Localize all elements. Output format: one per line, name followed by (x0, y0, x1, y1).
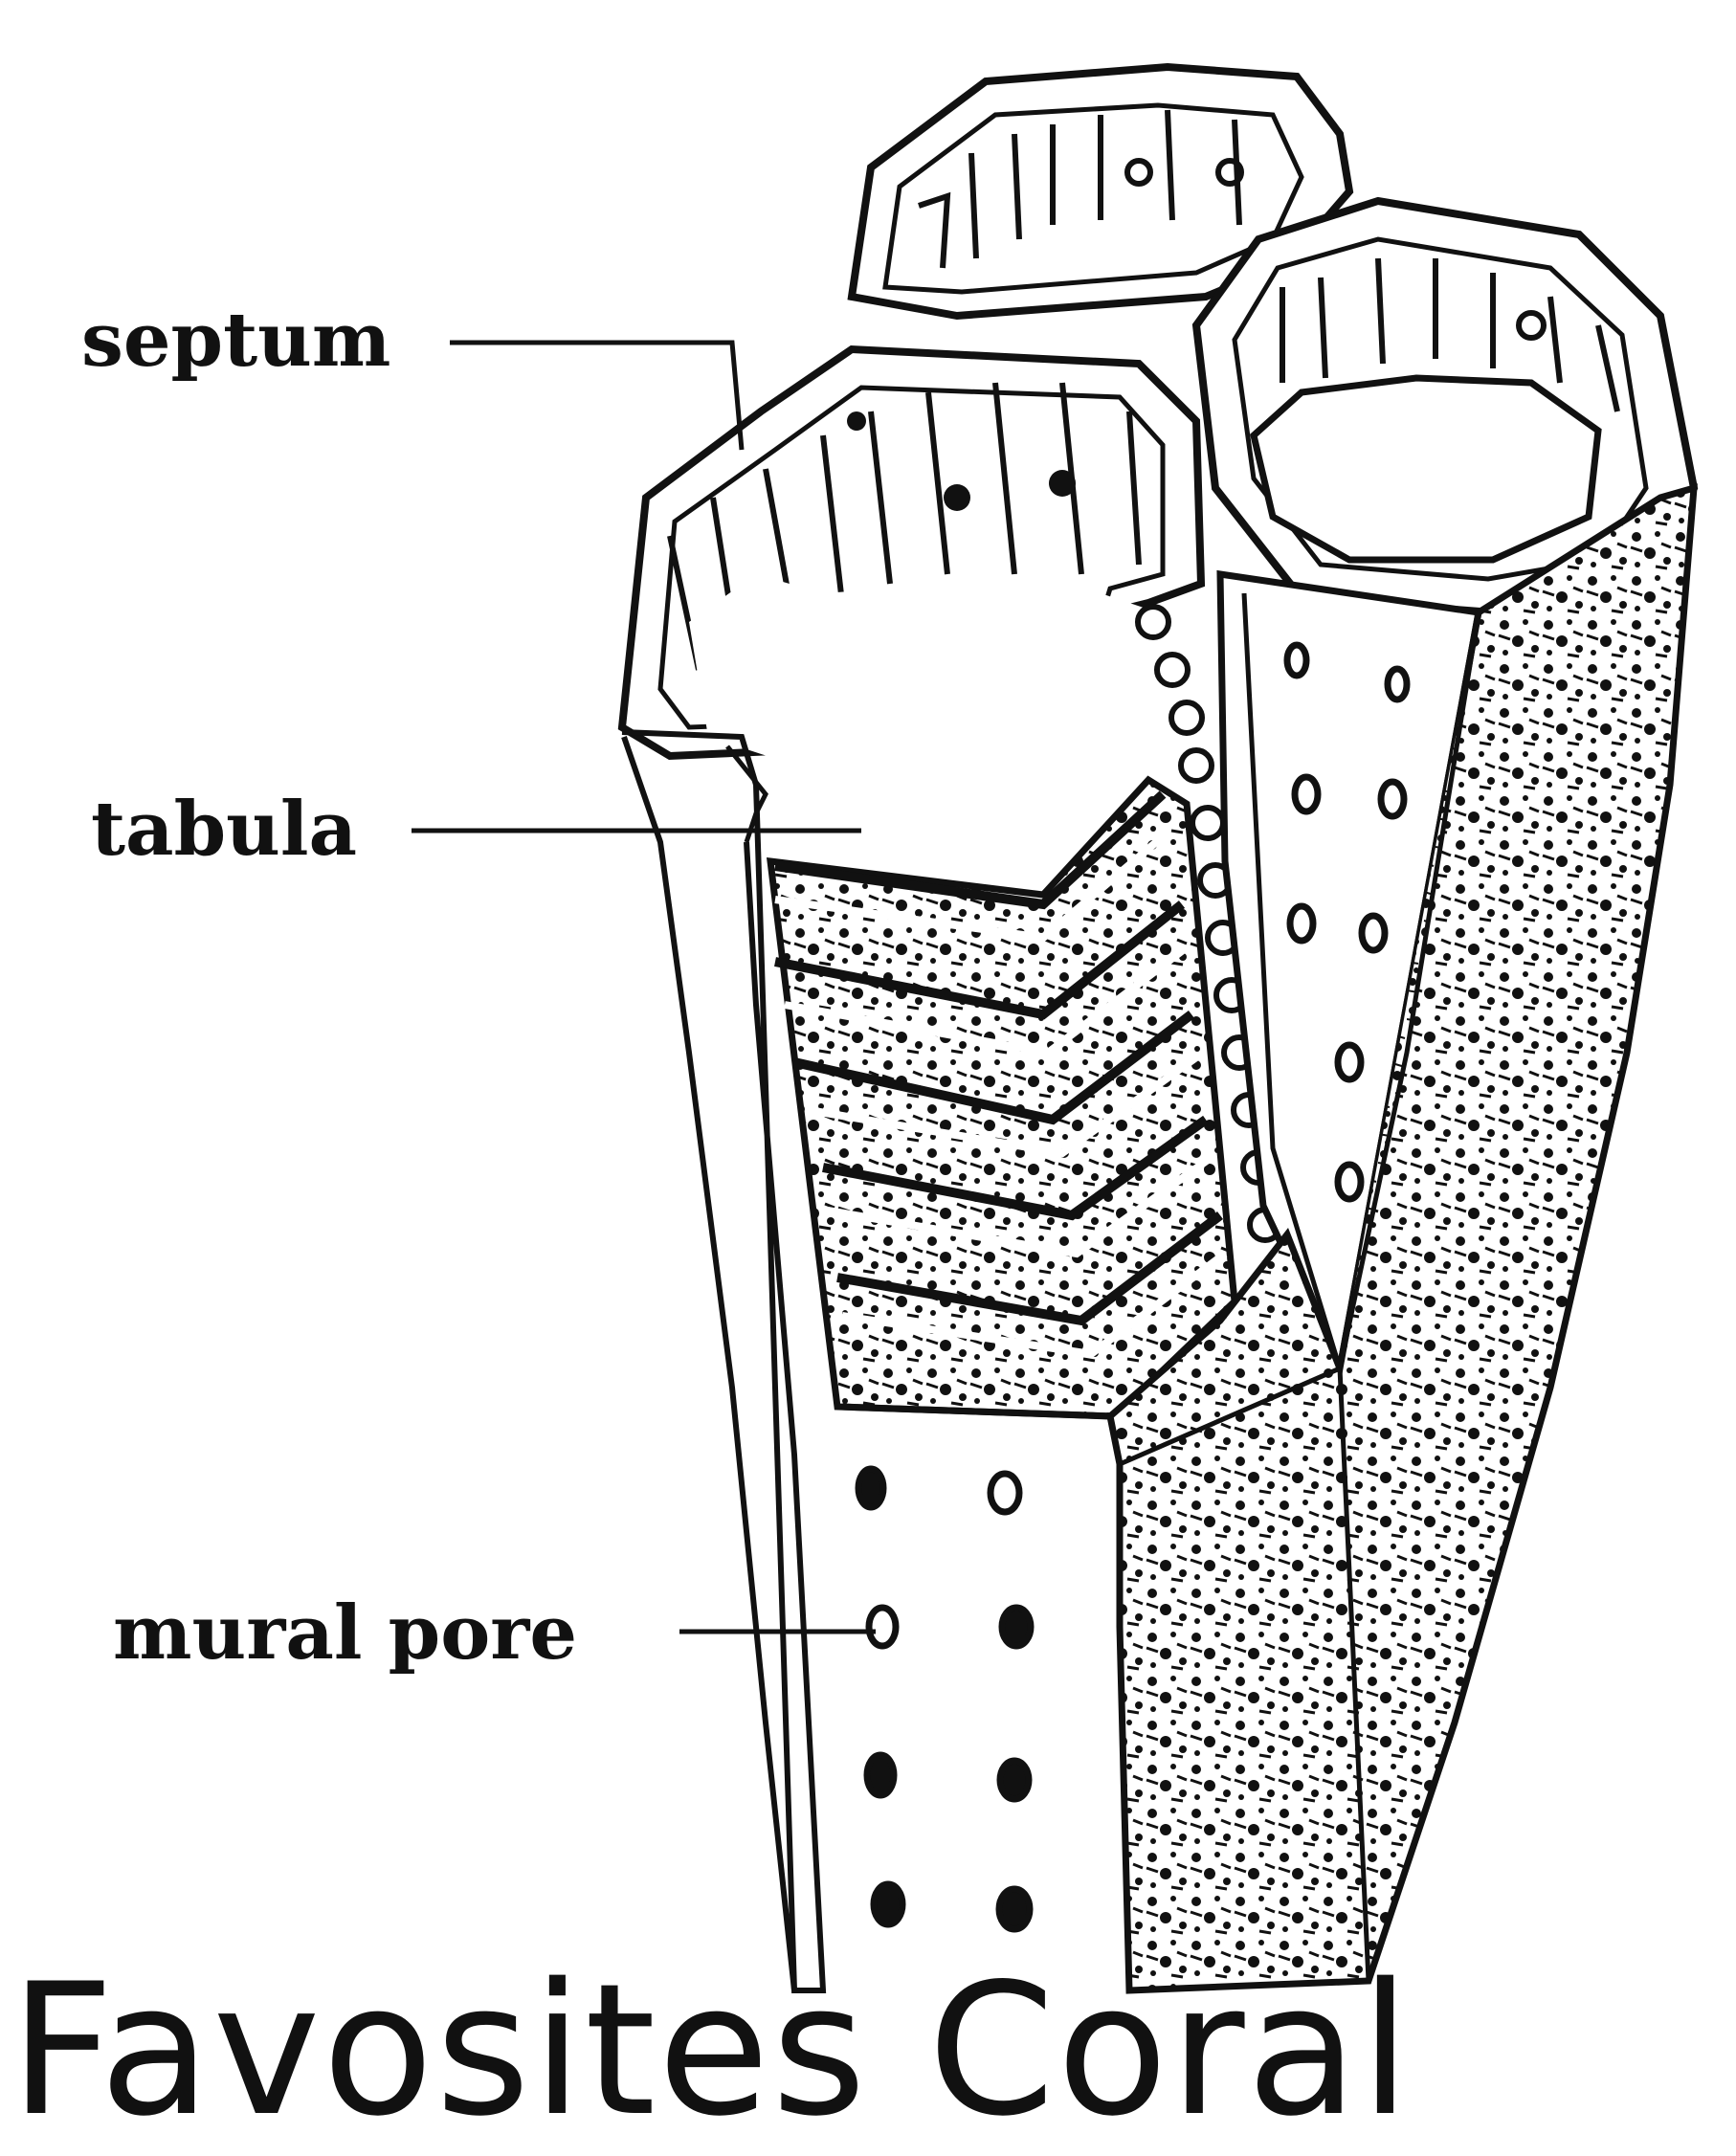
coral-diagram: septum tabula mural pore Favosites Coral (0, 0, 1736, 2034)
tabula-label: tabula (91, 786, 357, 873)
mural-pore-label: mural pore (113, 1589, 577, 1677)
tabulae-stack (770, 780, 1235, 1416)
diagram-canvas: septum tabula mural pore (0, 0, 1736, 2034)
front-corallite (622, 349, 1201, 861)
septum-leader (450, 343, 742, 450)
mural-pores-left (858, 1469, 1031, 1929)
septum-label: septum (81, 297, 390, 384)
caption-title: Favosites Coral (10, 1960, 1413, 2142)
